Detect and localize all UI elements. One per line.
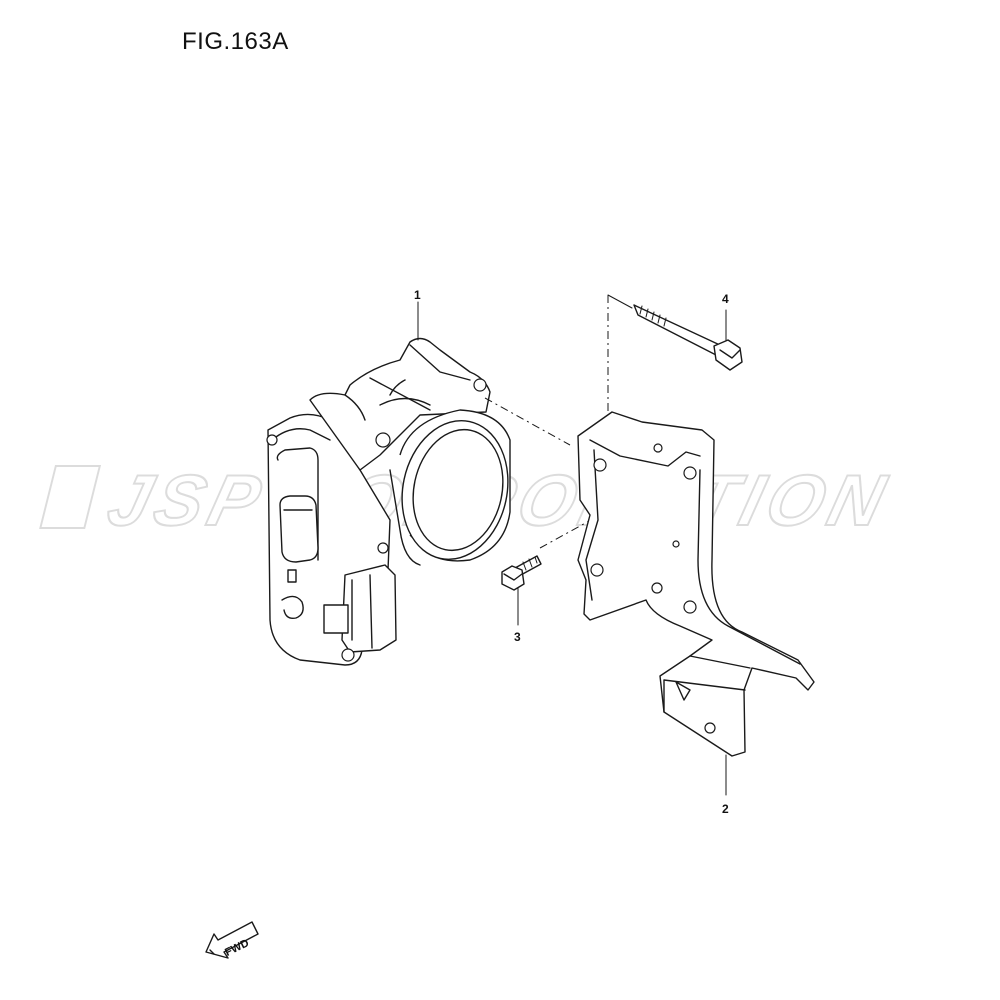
centerline-3	[539, 487, 671, 549]
leader-4a	[607, 294, 633, 309]
long-bolt	[633, 304, 743, 371]
centerline-1	[484, 397, 571, 446]
arrow-down-left-icon	[205, 921, 259, 959]
callout-4: 4	[722, 292, 729, 306]
callout-3: 3	[514, 630, 521, 644]
bracket	[577, 411, 815, 757]
callout-1: 1	[414, 288, 421, 302]
short-bolt	[501, 555, 542, 591]
throttle-body	[266, 337, 511, 666]
fwd-indicator: FWD	[205, 921, 259, 959]
callout-2: 2	[722, 802, 729, 816]
figure-title: FIG.163A	[182, 28, 289, 55]
